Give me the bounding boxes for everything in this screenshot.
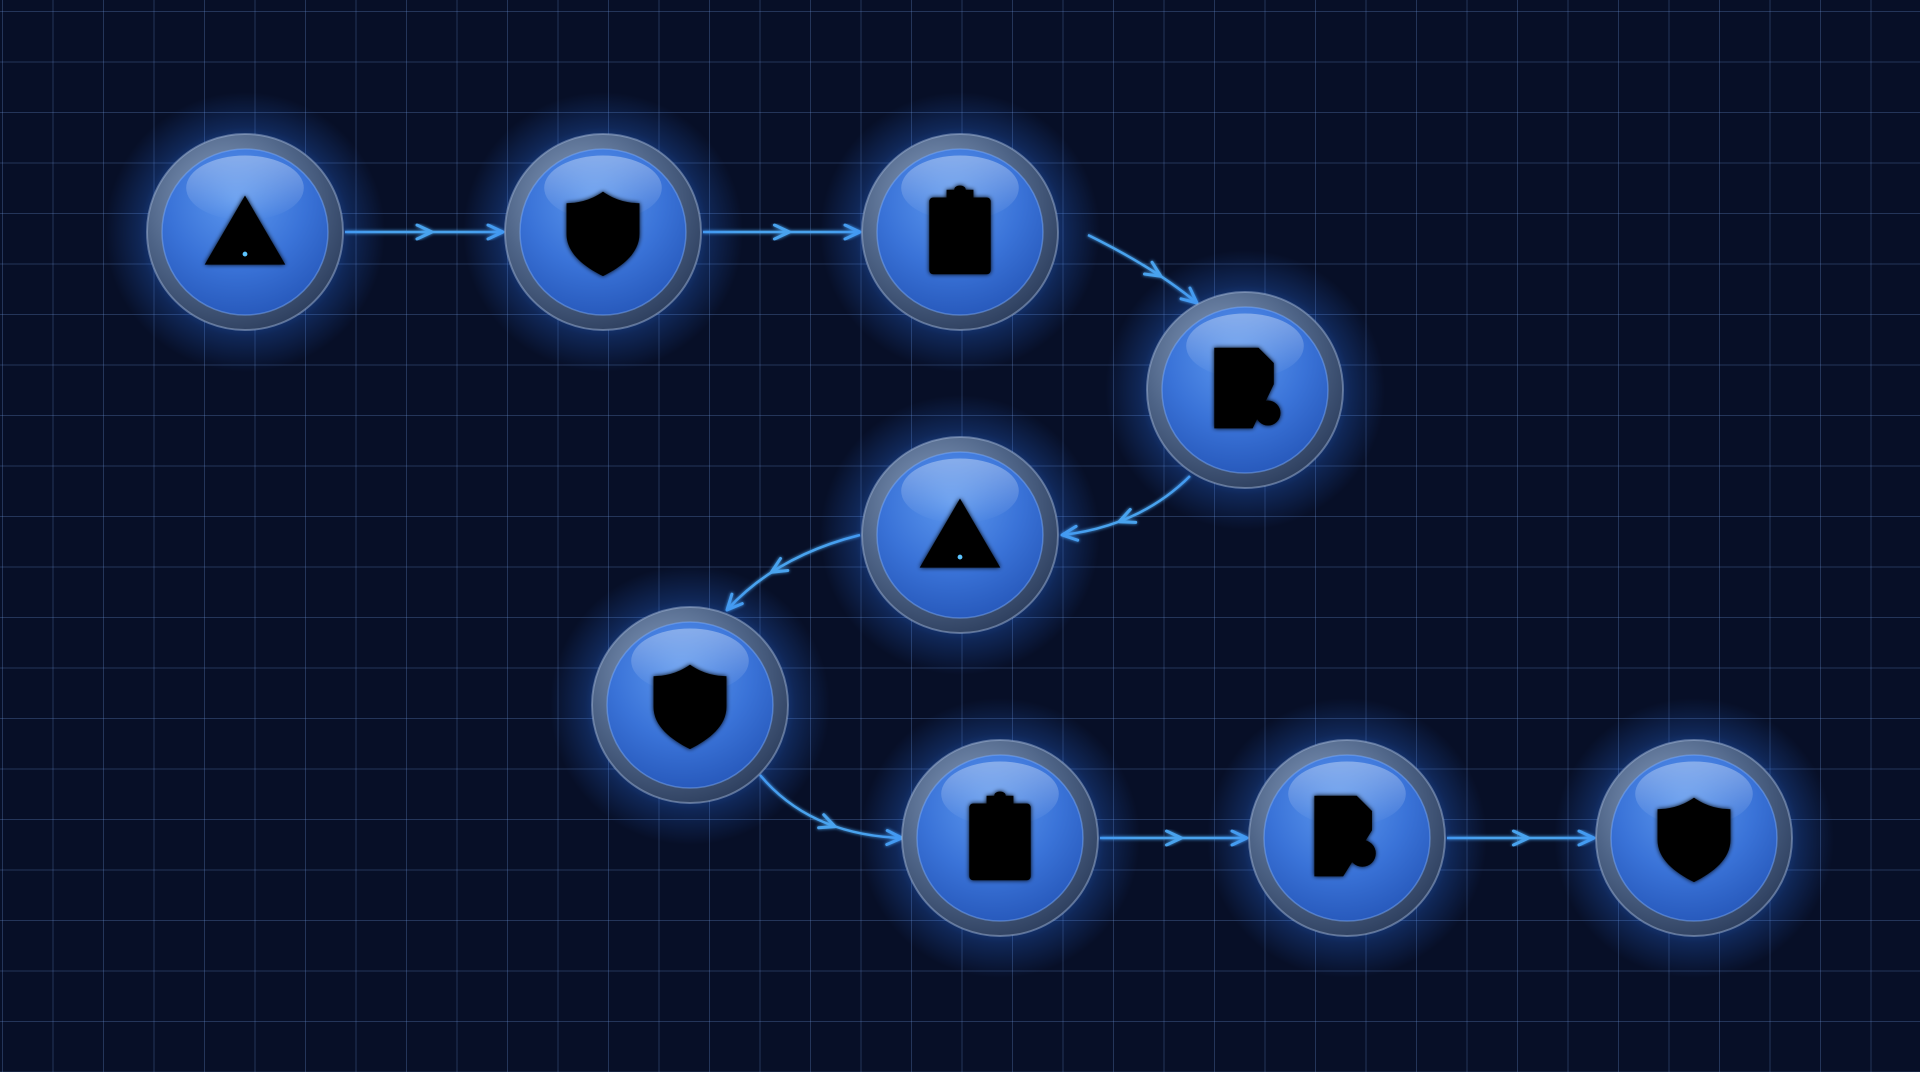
node-n6	[550, 565, 830, 845]
node-n2	[463, 92, 743, 372]
arrow-mid-icon	[1142, 260, 1163, 278]
node-n3	[820, 92, 1100, 372]
arrow-mid-icon	[415, 223, 434, 241]
nodes-layer	[105, 92, 1834, 978]
arrow-mid-icon	[1165, 829, 1183, 847]
node-n1	[105, 92, 385, 372]
node-n7	[860, 698, 1140, 978]
node-gloss	[186, 155, 304, 221]
node-n4	[1105, 250, 1385, 530]
node-gloss	[901, 458, 1019, 524]
clipboard-checklist-icon	[969, 791, 1031, 881]
arrow-mid-icon	[817, 813, 837, 830]
arrow-mid-icon	[769, 556, 790, 574]
arrow-mid-icon	[1117, 507, 1138, 524]
node-n8	[1207, 698, 1487, 978]
arrow-mid-icon	[1512, 829, 1530, 847]
clipboard-checklist-icon	[929, 185, 991, 275]
node-n5	[820, 395, 1100, 675]
node-n9	[1554, 698, 1834, 978]
arrow-mid-icon	[773, 223, 791, 241]
